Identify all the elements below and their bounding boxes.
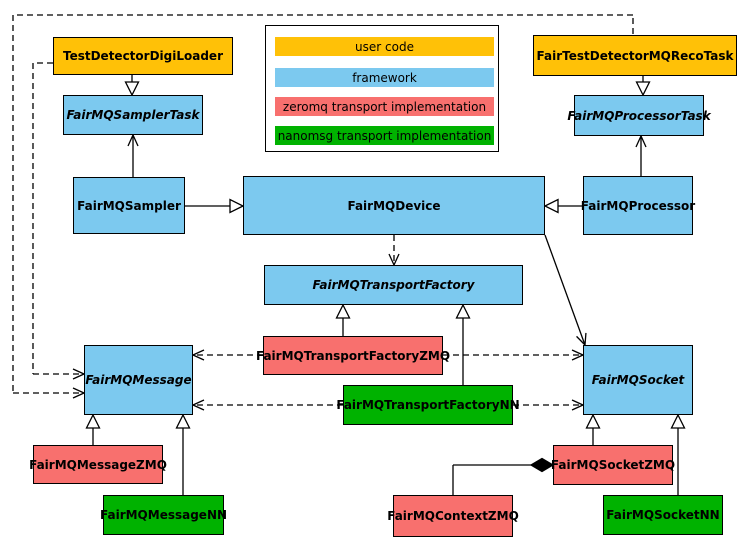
arrowhead-vee-device-uses-socket — [584, 332, 587, 346]
arrowhead-vee-device-depends-transport-factory — [393, 253, 400, 266]
node-fair-test-detector-mq-reco-task: FairTestDetectorMQRecoTask — [533, 35, 737, 76]
node-label: FairMQTransportFactory — [312, 278, 475, 292]
legend-item-label: zeromq transport implementation — [282, 99, 487, 114]
node-label: FairMQTransportFactoryZMQ — [255, 348, 451, 363]
node-fairmq-processor: FairMQProcessor — [580, 176, 696, 235]
arrowhead-filled-diamond-context-zmq-composed-in-socket-zmq — [529, 457, 555, 473]
node-label: FairMQSocketNN — [606, 508, 720, 522]
arrowhead-vee-reco-task-depends-message — [72, 392, 85, 399]
legend-item-label: nanomsg transport implementation — [277, 128, 492, 143]
arrowhead-vee-factory-nn-creates-socket — [571, 404, 584, 411]
node-fairmq-context-zmq: FairMQContextZMQ — [387, 495, 519, 537]
arrowhead-hollow-triangle-sampler-extends-device — [229, 198, 245, 214]
node-fairmq-sampler: FairMQSampler — [73, 177, 185, 234]
arrowhead-vee-processor-uses-processor-task — [635, 135, 642, 148]
arrowhead-hollow-triangle-factory-zmq-extends-factory — [335, 303, 351, 319]
arrowhead-vee-factory-nn-creates-message — [192, 404, 205, 411]
arrowhead-vee-device-uses-socket — [576, 335, 586, 346]
legend-item-zeromq: zeromq transport implementation — [275, 97, 494, 116]
node-fairmq-processor-task: FairMQProcessorTask — [567, 95, 711, 136]
node-label: FairTestDetectorMQRecoTask — [536, 48, 734, 63]
node-label: FairMQProcessorTask — [567, 108, 711, 123]
legend-item-label: user code — [355, 39, 414, 54]
arrowhead-hollow-triangle-message-zmq-extends-message — [85, 413, 101, 429]
legend-item-label: framework — [352, 70, 417, 85]
node-fairmq-socket-nn: FairMQSocketNN — [603, 495, 723, 535]
node-label: FairMQTransportFactoryNN — [336, 398, 520, 412]
arrowhead-hollow-triangle-factory-nn-extends-factory — [455, 303, 471, 319]
arrowhead-vee-processor-uses-processor-task — [640, 135, 647, 148]
node-fairmq-message: FairMQMessage — [84, 345, 193, 415]
node-fairmq-message-zmq: FairMQMessageZMQ — [29, 445, 167, 484]
node-label: FairMQDevice — [347, 198, 441, 213]
node-fairmq-sampler-task: FairMQSamplerTask — [63, 95, 203, 135]
node-fairmq-transport-factory-zmq: FairMQTransportFactoryZMQ — [256, 336, 450, 375]
arrowhead-hollow-triangle-socket-zmq-extends-socket — [585, 413, 601, 429]
node-label: TestDetectorDigiLoader — [62, 49, 223, 63]
node-label: FairMQProcessor — [580, 198, 696, 213]
legend-item-framework: framework — [275, 68, 494, 87]
node-label: FairMQSocket — [591, 373, 685, 387]
legend-item-user: user code — [275, 37, 494, 56]
arrowhead-vee-digi-loader-depends-message — [72, 373, 85, 380]
node-fairmq-device: FairMQDevice — [243, 176, 545, 235]
arrowhead-hollow-triangle-processor-extends-device — [543, 198, 559, 214]
node-label: FairMQSamplerTask — [66, 108, 200, 122]
node-label: FairMQContextZMQ — [387, 509, 519, 523]
arrowhead-vee-factory-zmq-creates-socket — [571, 354, 584, 361]
arrowhead-vee-factory-nn-creates-message — [192, 399, 205, 406]
node-fairmq-socket: FairMQSocket — [583, 345, 693, 415]
node-label: FairMQSocketZMQ — [550, 458, 676, 472]
arrowhead-vee-device-depends-transport-factory — [388, 253, 395, 266]
node-label: FairMQMessageZMQ — [29, 457, 167, 472]
arrowhead-vee-sampler-uses-sampler-task — [132, 134, 139, 147]
node-label: FairMQMessageNN — [99, 508, 228, 522]
arrowhead-vee-factory-zmq-creates-message — [192, 354, 205, 361]
arrowhead-hollow-triangle-message-nn-extends-message — [175, 413, 191, 429]
arrowhead-vee-factory-nn-creates-socket — [571, 399, 584, 406]
legend-item-nanomsg: nanomsg transport implementation — [275, 126, 494, 145]
node-fairmq-transport-factory: FairMQTransportFactory — [264, 265, 523, 305]
arrowhead-vee-sampler-uses-sampler-task — [127, 134, 134, 147]
arrowhead-hollow-triangle-reco-task-extends-processor-task — [635, 81, 651, 97]
legend: user code framework zeromq transport imple… — [265, 25, 499, 152]
arrowhead-vee-factory-zmq-creates-socket — [571, 349, 584, 356]
arrowhead-vee-digi-loader-depends-message — [72, 368, 85, 375]
node-fairmq-transport-factory-nn: FairMQTransportFactoryNN — [336, 385, 520, 425]
arrowhead-hollow-triangle-digi-loader-extends-sampler-task — [124, 81, 140, 97]
node-label: FairMQMessage — [85, 373, 192, 387]
node-label: FairMQSampler — [77, 198, 181, 213]
arrowhead-hollow-triangle-socket-nn-extends-socket — [670, 413, 686, 429]
arrowhead-vee-factory-zmq-creates-message — [192, 349, 205, 356]
node-fairmq-socket-zmq: FairMQSocketZMQ — [550, 445, 676, 485]
node-fairmq-message-nn: FairMQMessageNN — [99, 495, 228, 535]
node-test-detector-digi-loader: TestDetectorDigiLoader — [53, 37, 233, 75]
edge-device-uses-socket — [544, 234, 586, 346]
arrowhead-vee-reco-task-depends-message — [72, 387, 85, 394]
